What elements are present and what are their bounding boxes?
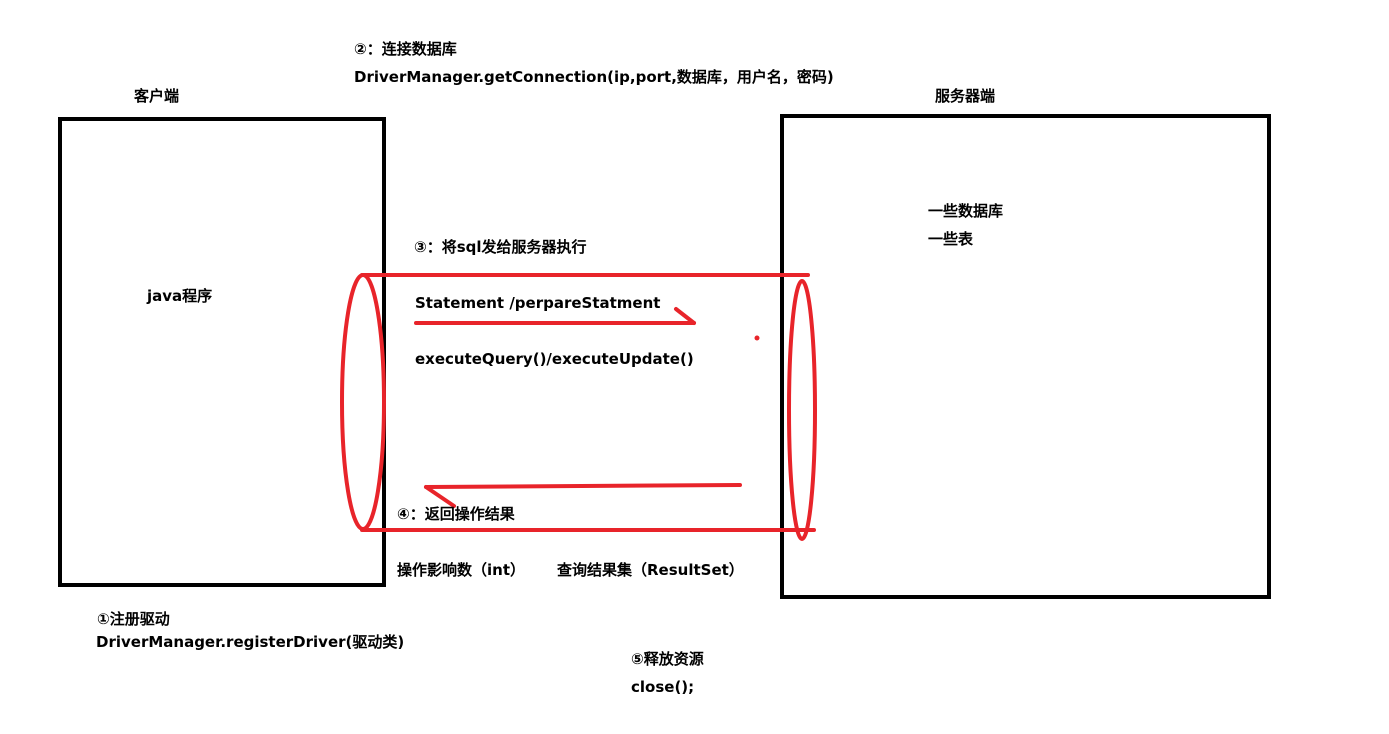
server-title: 服务器端 (935, 87, 996, 105)
step5-code: close(); (631, 678, 695, 696)
step3-label: ③：将sql发给服务器执行 (414, 238, 587, 256)
stray-dot (754, 335, 760, 341)
step2-code: DriverManager.getConnection(ip,port,数据库，… (354, 68, 834, 86)
step4-affected: 操作影响数（int） (397, 561, 525, 579)
server-databases: 一些数据库 (928, 202, 1004, 220)
step3-statement: Statement /perpareStatment (415, 294, 661, 312)
pipe-right-end (787, 279, 817, 541)
request-arrow-icon (414, 307, 696, 325)
step4-label: ④：返回操作结果 (397, 505, 515, 523)
step4-resultset: 查询结果集（ResultSet） (557, 561, 744, 579)
response-arrow-icon (424, 483, 742, 508)
server-tables: 一些表 (928, 230, 974, 248)
client-program: java程序 (147, 287, 213, 305)
client-title: 客户端 (134, 87, 180, 105)
server-box (780, 114, 1271, 599)
step2-label: ②：连接数据库 (354, 40, 457, 58)
step5-label: ⑤释放资源 (631, 650, 704, 668)
step1-code: DriverManager.registerDriver(驱动类) (96, 633, 405, 651)
pipe-left-end (340, 273, 386, 531)
step1-label: ①注册驱动 (97, 610, 170, 628)
step3-execute: executeQuery()/executeUpdate() (415, 350, 694, 368)
